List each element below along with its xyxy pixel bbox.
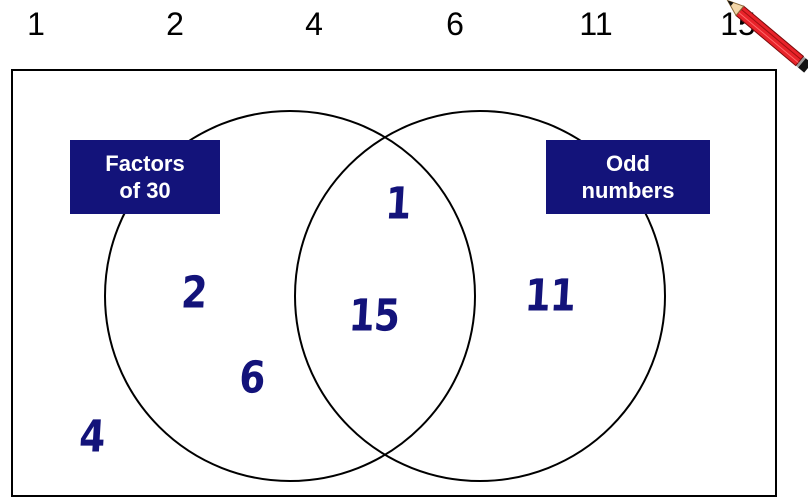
left-only-number: 6 (237, 352, 267, 404)
intersection-number: 1 (383, 178, 413, 230)
number-item: 2 (166, 6, 184, 42)
left-set-circle (104, 110, 476, 482)
right-set-label: Odd numbers (546, 140, 710, 214)
outside-number: 4 (77, 411, 107, 463)
right-set-label-line1: Odd (605, 151, 650, 176)
number-list: 1 2 4 6 11 15 (0, 6, 808, 46)
left-set-label-line2: of 30 (119, 178, 171, 203)
right-set-circle (294, 110, 666, 482)
number-item: 4 (305, 6, 323, 42)
number-item: 1 (27, 6, 45, 42)
pencil-icon (726, 0, 808, 73)
left-set-label: Factors of 30 (70, 140, 220, 214)
number-item: 11 (579, 6, 613, 42)
number-item: 6 (446, 6, 464, 42)
right-set-label-line2: numbers (581, 178, 675, 203)
intersection-number: 15 (347, 290, 401, 342)
left-only-number: 2 (179, 267, 209, 319)
left-set-label-line1: Factors (105, 151, 185, 176)
universal-set-rectangle (11, 69, 777, 497)
right-only-number: 11 (523, 270, 577, 322)
